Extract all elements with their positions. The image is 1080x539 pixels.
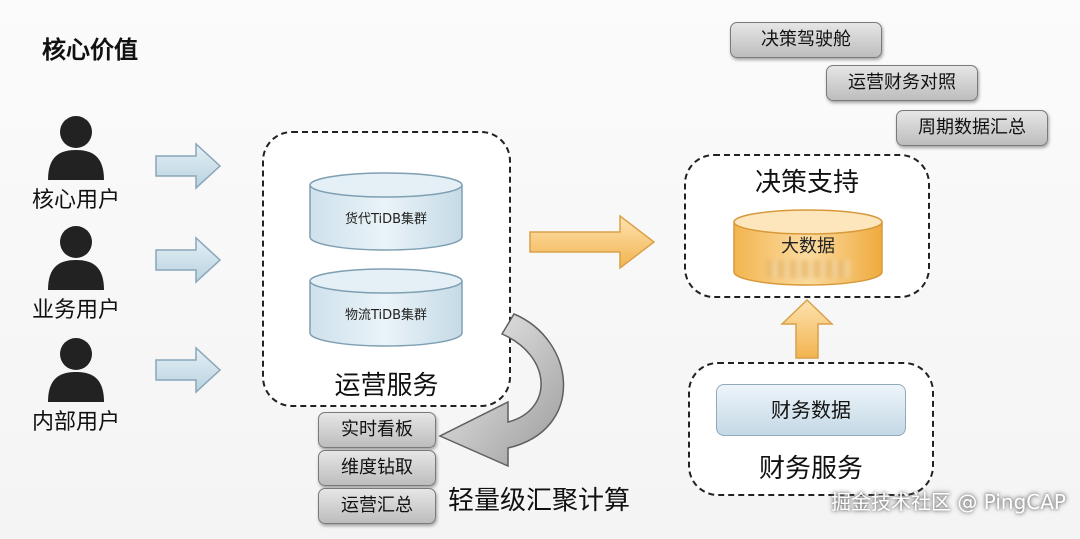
period-data-summary-button[interactable]: 周期数据汇总 — [896, 110, 1048, 146]
blurred-text — [766, 260, 850, 278]
user-arrows — [155, 142, 222, 394]
finance-data-button[interactable]: 财务数据 — [716, 384, 906, 436]
database-icon: 货代TiDB集群 — [309, 172, 463, 251]
person-icon — [48, 226, 104, 290]
arrow-up-icon — [780, 298, 834, 359]
person-icon — [48, 116, 104, 180]
watermark: 掘金技术社区 @ PingCAP — [831, 490, 1066, 514]
bigdata-label: 大数据 — [781, 236, 835, 257]
realtime-dashboard-button[interactable]: 实时看板 — [318, 412, 436, 448]
light-compute-label: 轻量级汇聚计算 — [448, 486, 631, 516]
decision-support-label: 决策支持 — [754, 168, 859, 198]
user-label: 内部用户 — [31, 410, 120, 435]
ops-service-label: 运营服务 — [334, 371, 439, 401]
ops-service-box: 货代TiDB集群 物流TiDB集群 运营服务 — [262, 131, 511, 407]
arrow-right-icon — [155, 142, 222, 190]
ops-summary-button[interactable]: 运营汇总 — [318, 488, 436, 524]
arrow-right-icon — [155, 236, 222, 284]
person-icon — [48, 338, 104, 402]
cluster-label: 货代TiDB集群 — [345, 211, 427, 227]
user-label: 核心用户 — [31, 188, 120, 213]
decision-cockpit-button[interactable]: 决策驾驶舱 — [730, 22, 882, 58]
cluster-label: 物流TiDB集群 — [345, 307, 427, 323]
finance-service-box: 财务数据 财务服务 — [688, 362, 934, 496]
dimension-drill-button[interactable]: 维度钻取 — [318, 450, 436, 486]
arrow-right-icon — [529, 214, 656, 270]
user-label: 业务用户 — [31, 298, 120, 323]
user-business: 业务用户 — [16, 222, 136, 324]
finance-service-label: 财务服务 — [758, 454, 863, 484]
database-icon: 物流TiDB集群 — [309, 268, 463, 347]
arrow-right-icon — [155, 346, 222, 394]
user-core: 核心用户 — [16, 112, 136, 214]
page-title: 核心价值 — [42, 36, 138, 64]
user-internal: 内部用户 — [16, 334, 136, 436]
curved-arrow-icon — [438, 313, 565, 468]
ops-finance-compare-button[interactable]: 运营财务对照 — [826, 65, 978, 101]
